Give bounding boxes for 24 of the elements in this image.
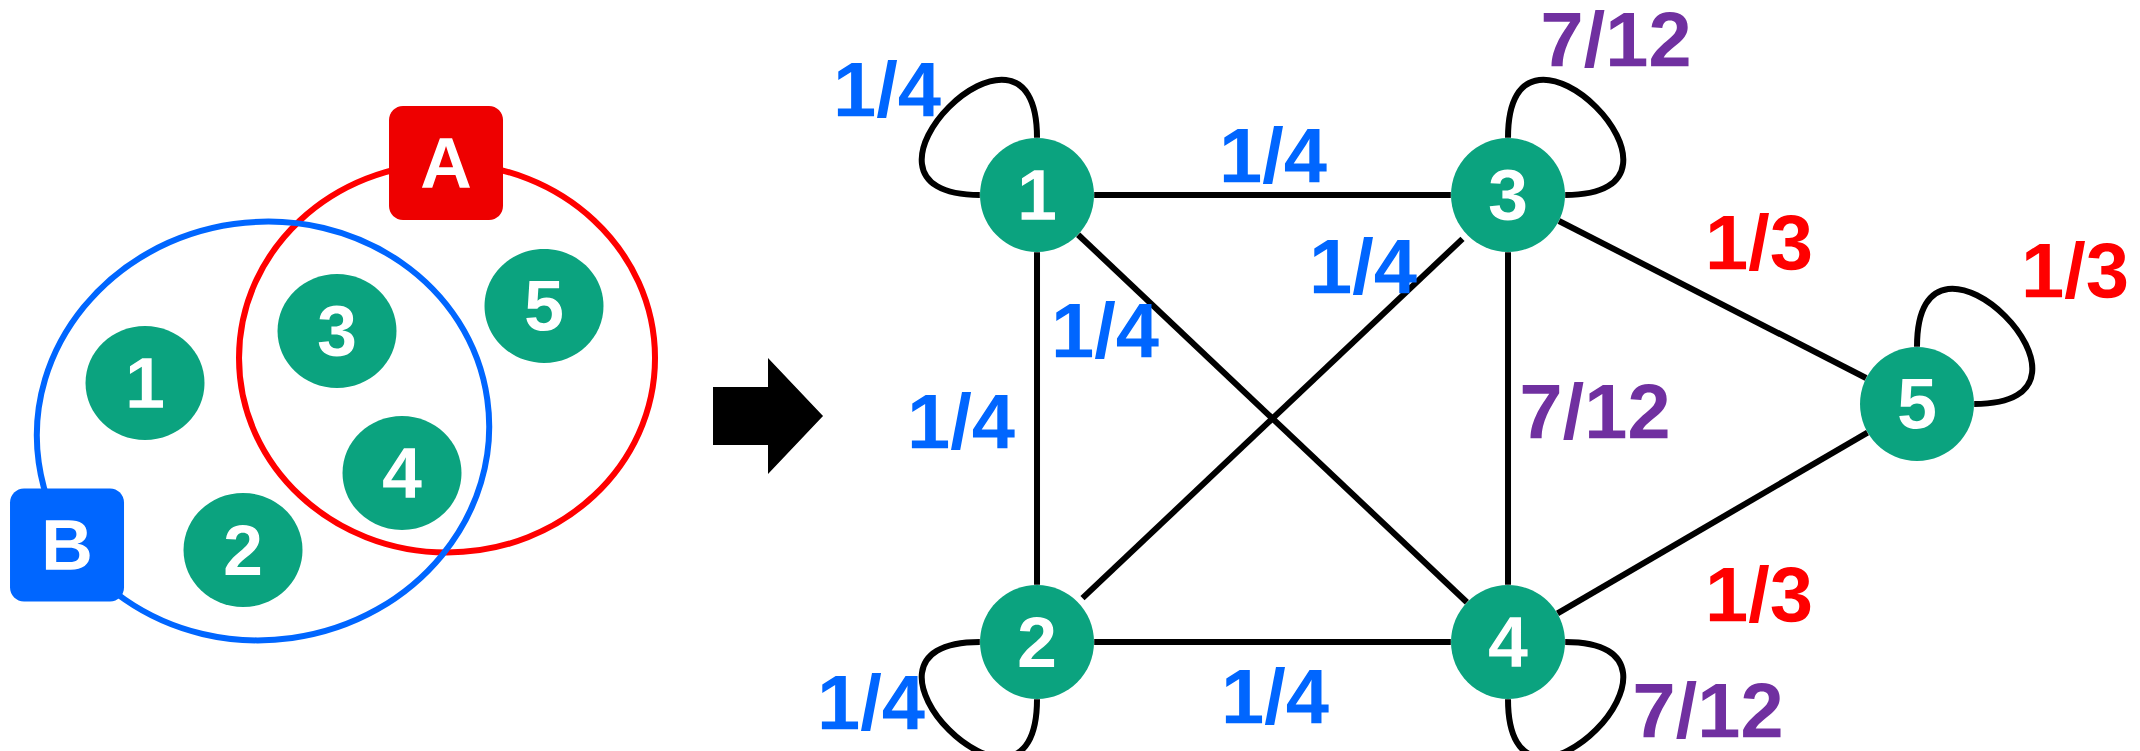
self-loop: [1505, 76, 1627, 198]
edge-label: 1/3: [2025, 241, 2127, 299]
edge-label: 1/3: [1709, 565, 1811, 623]
edge-line: [1557, 218, 1868, 381]
edge-label: 7/12: [1543, 10, 1689, 68]
self-loop: [919, 639, 1040, 751]
edge-line: [1505, 252, 1511, 585]
edge-label: 1/3: [1709, 213, 1811, 271]
edge-line: [1094, 639, 1451, 645]
self-loop: [1505, 639, 1627, 751]
self-loop: [1914, 285, 2036, 407]
edge-label: 1/4: [911, 392, 1015, 450]
edge-line: [1556, 430, 1869, 616]
edge-label: 7/12: [1635, 681, 1781, 739]
edge-label: 1/4: [1055, 301, 1159, 359]
edge-line: [1094, 192, 1451, 198]
edge-label: 1/4: [821, 673, 925, 731]
edge-label: 1/4: [1313, 237, 1417, 295]
edge-label: 1/4: [1225, 667, 1329, 725]
self-loop: [919, 76, 1040, 198]
edge-label: 7/12: [1522, 382, 1668, 440]
edge-label: 1/4: [837, 60, 941, 118]
edge-label: 1/4: [1223, 126, 1327, 184]
edge-line: [1034, 252, 1040, 585]
